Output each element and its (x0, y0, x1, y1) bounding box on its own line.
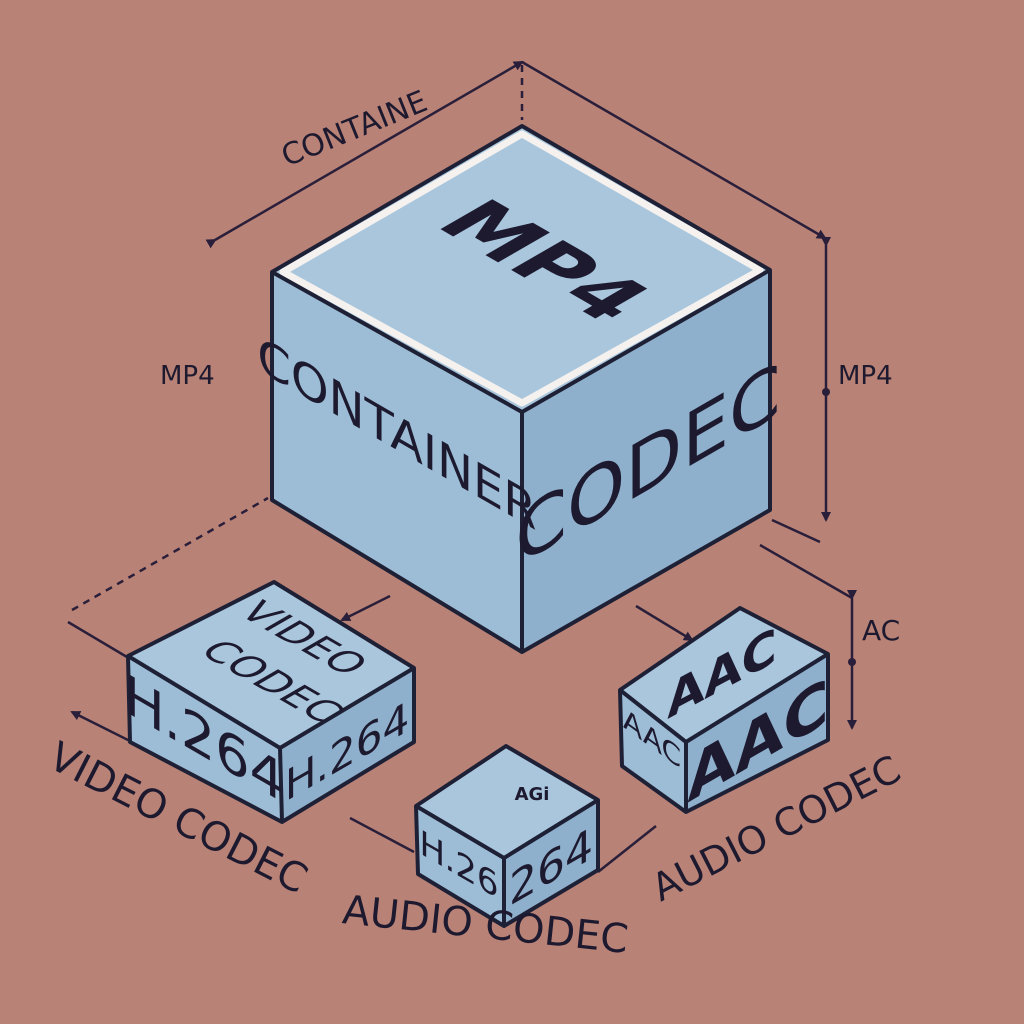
right-side-label: MP4 (838, 361, 893, 391)
arrow-to-video-codec (340, 594, 391, 622)
top-dimension-label: CONTAINE (277, 84, 433, 174)
video-codec-box: VIDEO CODEC H.264 H.264 (124, 580, 416, 824)
middle-box-connectors (349, 816, 657, 873)
top-dimension-line (205, 60, 827, 249)
right-small-label: AC (862, 614, 900, 647)
container-box: MP4 CONTAINER CODEC (257, 124, 781, 654)
right-small-dimension (759, 518, 857, 730)
right-height-dimension (821, 237, 831, 522)
left-side-label: MP4 (160, 361, 215, 391)
arrow-to-audio-codec (635, 604, 694, 642)
audio-codec-box: AAC AAC AAC (618, 606, 830, 818)
left-dashed-connector (67, 496, 269, 744)
middle-top-label: AGi (515, 784, 550, 805)
middle-codec-box: AGi H.26 264 (414, 744, 600, 928)
